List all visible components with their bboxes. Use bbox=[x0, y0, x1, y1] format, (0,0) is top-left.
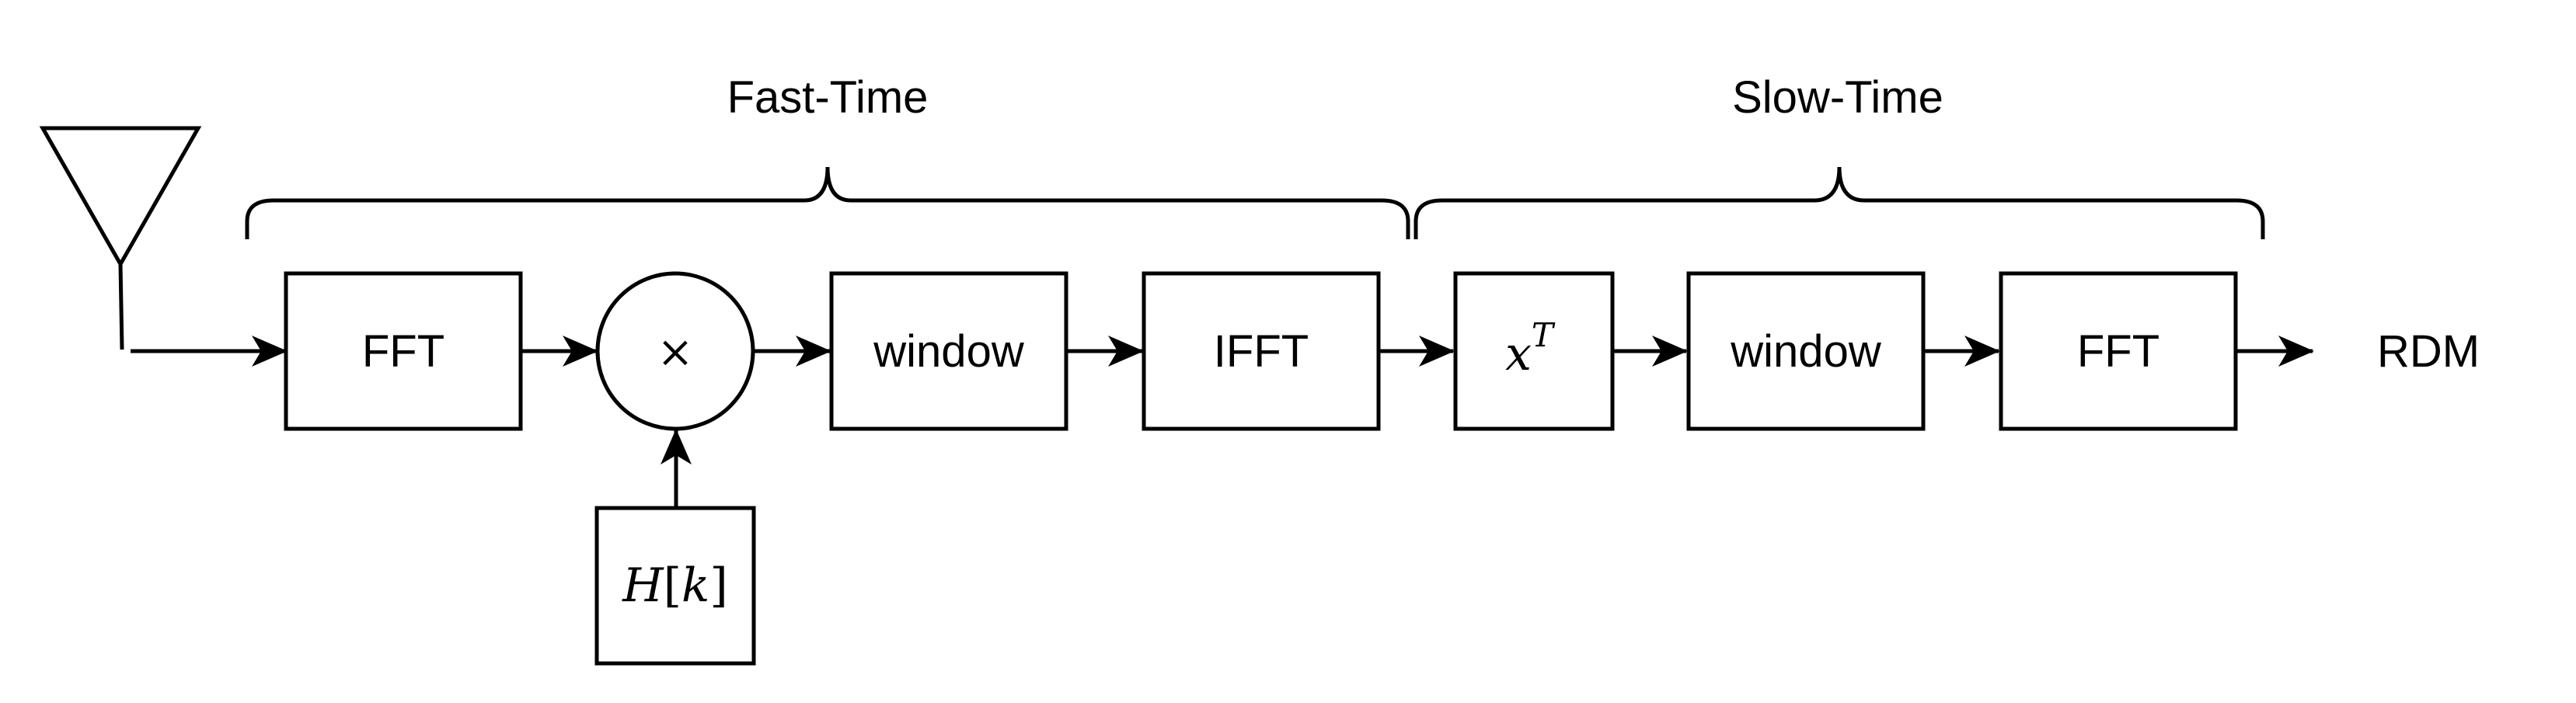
transpose-base: x bbox=[1505, 327, 1532, 381]
fft-block-1: FFT bbox=[284, 271, 523, 431]
ifft-block: IFFT bbox=[1142, 271, 1381, 431]
fast-time-label: Fast-Time bbox=[727, 72, 929, 123]
filter-open-bracket: [ bbox=[664, 559, 681, 613]
filter-block: H[k] bbox=[594, 506, 756, 666]
transpose-superscript: T bbox=[1532, 316, 1556, 354]
multiply-icon: × bbox=[657, 327, 694, 378]
slow-time-label: Slow-Time bbox=[1732, 72, 1943, 123]
window-2-label: window bbox=[1730, 326, 1882, 377]
filter-close-bracket: ] bbox=[709, 559, 727, 613]
fft-1-label: FFT bbox=[362, 326, 444, 377]
filter-k: k bbox=[681, 559, 709, 613]
window-block-1: window bbox=[829, 271, 1068, 431]
fft-block-2: FFT bbox=[1999, 271, 2238, 431]
output-label: RDM bbox=[2377, 326, 2480, 377]
fft-2-label: FFT bbox=[2077, 326, 2159, 377]
window-1-label: window bbox=[873, 326, 1025, 377]
transpose-label: xT bbox=[1505, 316, 1556, 381]
filter-label: H[k] bbox=[622, 559, 728, 613]
slow-time-brace bbox=[1413, 166, 2265, 239]
signal-arrows bbox=[131, 336, 2314, 506]
ifft-label: IFFT bbox=[1214, 326, 1309, 377]
window-block-2: window bbox=[1686, 271, 1926, 431]
antenna-icon bbox=[39, 126, 202, 350]
multiplier-block: × bbox=[595, 271, 755, 431]
fast-time-brace bbox=[245, 166, 1410, 239]
filter-h: H bbox=[622, 559, 664, 613]
transpose-block: xT bbox=[1453, 271, 1615, 431]
